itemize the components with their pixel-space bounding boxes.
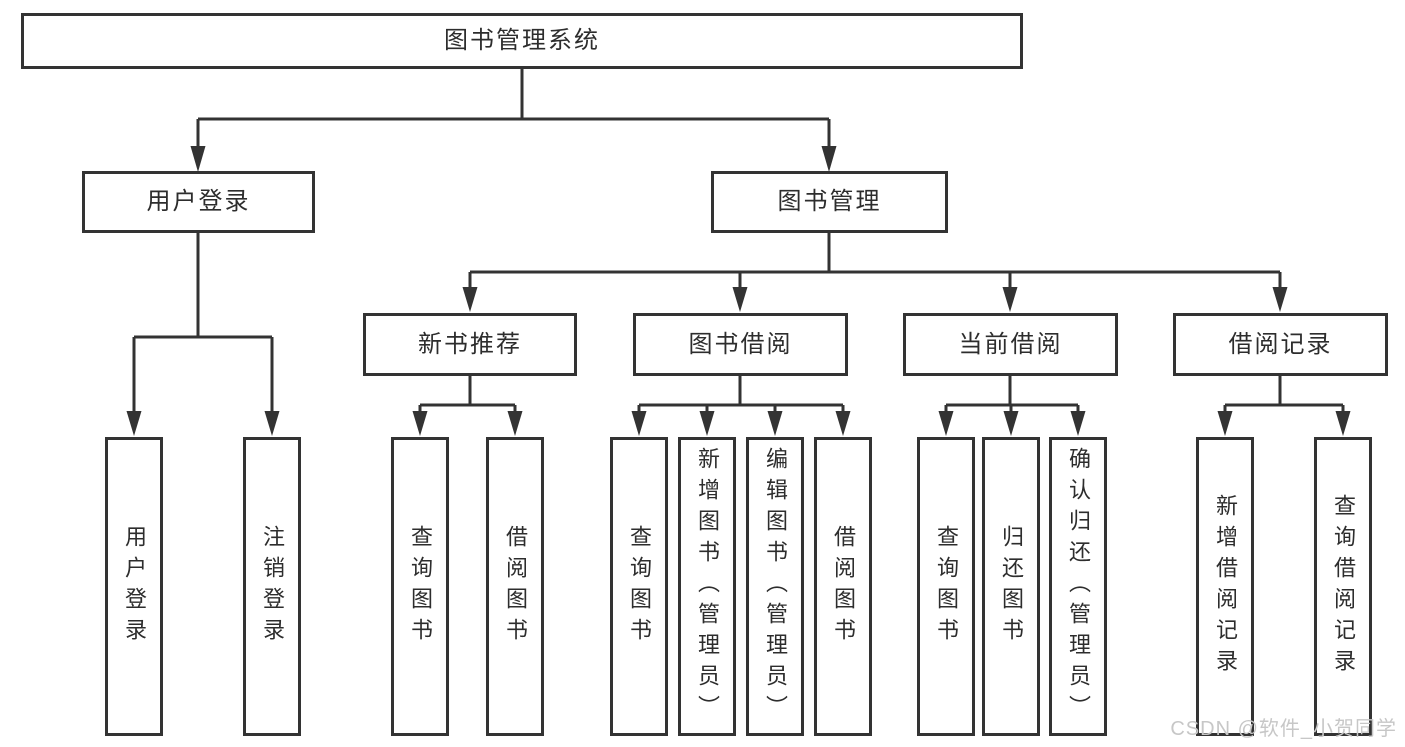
arrow-down-icon xyxy=(507,411,523,436)
node-label: 新增借阅记录 xyxy=(1213,493,1238,680)
arrow-down-icon xyxy=(631,411,647,436)
arrow-down-icon xyxy=(835,411,851,436)
node-new-book-recommend: 新书推荐 xyxy=(363,313,577,376)
arrow-down-icon xyxy=(1335,411,1351,436)
connector-book-borrow-children xyxy=(637,376,845,413)
arrow-down-icon xyxy=(938,411,954,436)
node-label: 用户登录 xyxy=(122,524,147,649)
node-cb-query-books: 查询图书 xyxy=(917,437,975,736)
arrow-down-icon xyxy=(732,287,748,312)
node-label: 用户登录 xyxy=(146,188,251,215)
arrow-down-icon xyxy=(1003,411,1019,436)
node-label: 确认归还（管理员） xyxy=(1066,447,1091,726)
node-label: 借阅图书 xyxy=(503,524,528,649)
node-label: 注销登录 xyxy=(260,524,285,649)
connector-user-login-children xyxy=(132,233,274,412)
node-label: 当前借阅 xyxy=(958,330,1063,358)
arrow-down-icon xyxy=(767,411,783,436)
connector-book-mgmt-children xyxy=(468,233,1282,288)
arrow-down-icon xyxy=(699,411,715,436)
node-label: 新书推荐 xyxy=(418,330,522,358)
node-book-borrow: 图书借阅 xyxy=(633,313,848,376)
node-label: 图书借阅 xyxy=(688,330,793,358)
node-label: 借阅记录 xyxy=(1228,330,1333,358)
node-label: 借阅图书 xyxy=(831,524,856,649)
node-label: 查询借阅记录 xyxy=(1331,493,1356,680)
node-borrow-records: 借阅记录 xyxy=(1173,313,1388,376)
connector-current-borrow-children xyxy=(944,376,1080,413)
node-current-borrow: 当前借阅 xyxy=(903,313,1118,376)
connector-new-book-recommend-children xyxy=(418,376,517,413)
arrow-down-icon xyxy=(190,146,206,172)
arrow-down-icon xyxy=(1002,287,1018,312)
node-rec-borrow-books: 借阅图书 xyxy=(486,437,544,736)
arrow-down-icon xyxy=(462,287,478,312)
node-book-management: 图书管理 xyxy=(711,171,948,233)
node-label: 图书管理系统 xyxy=(444,27,600,54)
node-label: 图书管理 xyxy=(777,188,882,215)
node-label: 编辑图书（管理员） xyxy=(763,447,788,726)
arrow-down-icon xyxy=(264,411,280,436)
node-user-login-leaf: 用户登录 xyxy=(105,437,163,736)
node-label: 归还图书 xyxy=(999,524,1024,649)
node-bb-add-books-admin: 新增图书（管理员） xyxy=(678,437,736,736)
connector-borrow-records-children xyxy=(1223,376,1345,413)
node-cb-confirm-return-admin: 确认归还（管理员） xyxy=(1049,437,1107,736)
connector-root-to-level2 xyxy=(196,69,831,148)
node-rec-query-books: 查询图书 xyxy=(391,437,449,736)
node-br-query-record: 查询借阅记录 xyxy=(1314,437,1372,736)
arrow-down-icon xyxy=(1070,411,1086,436)
node-label: 查询图书 xyxy=(934,524,959,649)
arrow-down-icon xyxy=(126,411,142,436)
node-bb-query-books: 查询图书 xyxy=(610,437,668,736)
arrow-down-icon xyxy=(1217,411,1233,436)
node-user-login: 用户登录 xyxy=(82,171,315,233)
node-br-add-record: 新增借阅记录 xyxy=(1196,437,1254,736)
csdn-watermark: CSDN @软件_小贺同学 xyxy=(1170,718,1397,740)
node-label: 查询图书 xyxy=(408,524,433,649)
node-cb-return-books: 归还图书 xyxy=(982,437,1040,736)
arrow-down-icon xyxy=(821,146,837,172)
node-bb-edit-books-admin: 编辑图书（管理员） xyxy=(746,437,804,736)
node-bb-borrow-books: 借阅图书 xyxy=(814,437,872,736)
node-label: 查询图书 xyxy=(627,524,652,649)
node-logout-login: 注销登录 xyxy=(243,437,301,736)
node-label: 新增图书（管理员） xyxy=(695,447,720,726)
arrow-down-icon xyxy=(1272,287,1288,312)
node-root-system: 图书管理系统 xyxy=(21,13,1023,69)
arrow-down-icon xyxy=(412,411,428,436)
